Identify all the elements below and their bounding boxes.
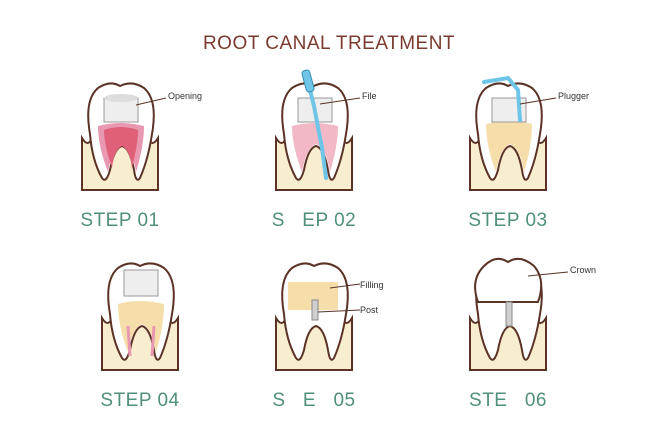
step-02-label: S EP 02 xyxy=(271,210,357,231)
tooth-step-06-illustration xyxy=(469,257,569,371)
step-05-panel: Filling Post S E 05 xyxy=(234,240,394,411)
step-04-label: STEP 04 xyxy=(100,390,180,411)
step-05-label: S E 05 xyxy=(272,390,356,411)
callout-crown: Crown xyxy=(570,265,597,275)
tooth-step-05-illustration xyxy=(275,262,361,371)
step-03-panel: Plugger STEP 03 xyxy=(428,60,590,231)
step-01-panel: Opening STEP 01 xyxy=(40,60,203,231)
step-02-panel: File S EP 02 xyxy=(234,60,394,231)
callout-plugger: Plugger xyxy=(558,91,590,101)
tooth-step-02-illustration xyxy=(275,69,361,191)
tooth-step-03-illustration xyxy=(469,75,557,191)
tooth-step-04-illustration xyxy=(101,262,179,371)
diagram-title: ROOT CANAL TREATMENT xyxy=(202,33,456,54)
step-01-label: STEP 01 xyxy=(80,210,160,231)
tooth-step-01-illustration xyxy=(81,82,167,191)
step-06-label: STE 06 xyxy=(469,390,547,411)
callout-opening: Opening xyxy=(168,91,203,101)
callout-post: Post xyxy=(360,305,379,315)
step-04-panel: STEP 04 xyxy=(60,240,220,411)
callout-filling: Filling xyxy=(360,280,384,290)
step-06-panel: Crown STE 06 xyxy=(428,240,596,411)
callout-file: File xyxy=(362,91,377,101)
step-03-label: STEP 03 xyxy=(468,210,548,231)
